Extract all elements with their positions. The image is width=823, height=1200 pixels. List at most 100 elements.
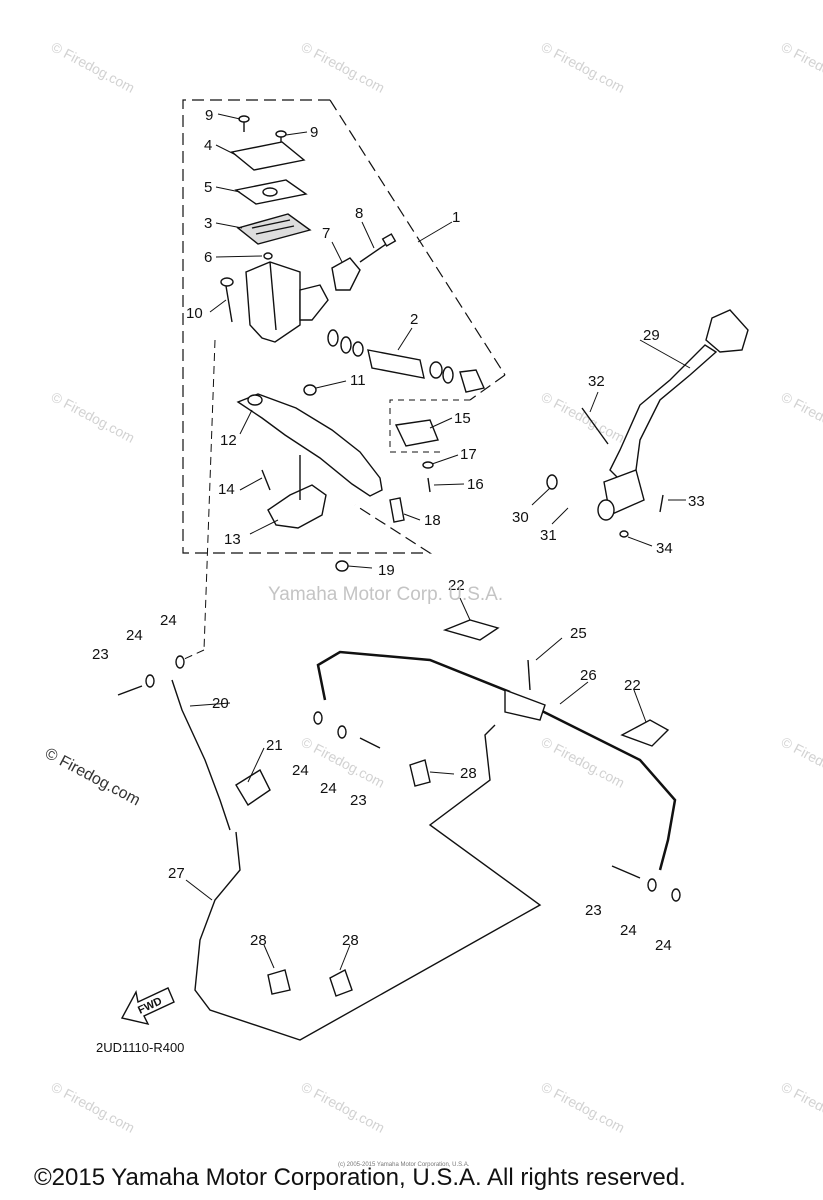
callout-16: 16 <box>467 476 484 493</box>
body-edge <box>269 261 277 331</box>
piston-spring <box>327 329 339 347</box>
piston-cup <box>340 336 352 354</box>
callout-25: 25 <box>570 625 587 642</box>
clip-28a <box>409 759 431 787</box>
bolt-8-head <box>381 233 397 247</box>
callout-6: 6 <box>204 249 212 266</box>
diaphragm <box>236 213 312 245</box>
assembly-outline-edge <box>329 99 506 376</box>
callout-24: 24 <box>126 627 143 644</box>
callout-24: 24 <box>292 762 309 779</box>
float-6 <box>263 252 273 260</box>
washer-24a <box>145 674 155 688</box>
watermark-text: © Firedog.com <box>539 39 628 96</box>
washer-24d <box>337 725 347 739</box>
callout-23: 23 <box>585 902 602 919</box>
callout-7: 7 <box>322 225 330 242</box>
watermark-text: © Firedog.com <box>49 389 138 446</box>
pivot-31 <box>597 499 615 521</box>
watermark-text: © Firedog.com <box>539 734 628 791</box>
callout-9: 9 <box>205 107 213 124</box>
leader-lines <box>185 113 691 971</box>
clip-28c <box>329 968 353 997</box>
diaphragm-rib <box>251 219 291 229</box>
spring-14 <box>261 469 271 491</box>
callout-32: 32 <box>588 373 605 390</box>
washer-17 <box>422 461 434 469</box>
callout-34: 34 <box>656 540 673 557</box>
lever-pivot <box>247 394 263 406</box>
bolt-33 <box>659 494 664 513</box>
diaphragm-rib <box>255 225 295 235</box>
callout-14: 14 <box>218 481 235 498</box>
callout-23: 23 <box>350 792 367 809</box>
callout-29: 29 <box>643 327 660 344</box>
bolt-25 <box>527 659 531 691</box>
bolt-23b <box>359 737 381 749</box>
pedal-pad <box>705 309 749 353</box>
pin-18 <box>389 497 405 523</box>
callout-9: 9 <box>310 124 318 141</box>
brake-lines <box>117 619 681 1041</box>
watermark-text: © Firedog.com <box>779 734 823 791</box>
screw-head <box>275 130 287 138</box>
holder-13 <box>267 484 327 529</box>
clamp-22a <box>442 619 500 641</box>
callout-13: 13 <box>224 531 241 548</box>
callout-24: 24 <box>320 780 337 797</box>
brake-pedal-assembly <box>546 309 749 538</box>
nut-11 <box>303 384 317 396</box>
callout-33: 33 <box>688 493 705 510</box>
brake-pipe-27 <box>194 724 542 1041</box>
callout-22: 22 <box>624 677 641 694</box>
assembly-outline <box>182 99 433 554</box>
hose-guide-line <box>203 339 216 651</box>
callout-11: 11 <box>350 372 366 389</box>
nut-34 <box>619 530 629 538</box>
callout-numbers: 9 9 4 5 3 6 7 8 1 10 2 11 12 15 17 16 14… <box>92 107 705 954</box>
screw-head <box>238 115 250 123</box>
pedal-arm-29 <box>609 344 718 481</box>
watermark-text: © Firedog.com <box>299 39 388 96</box>
callout-5: 5 <box>204 179 212 196</box>
callout-17: 17 <box>460 446 477 463</box>
callout-24: 24 <box>160 612 177 629</box>
switch-outline <box>389 399 470 453</box>
watermark-text: © Firedog.com <box>299 1079 388 1136</box>
washer-30 <box>546 474 558 490</box>
callout-26: 26 <box>580 667 597 684</box>
piston-seal <box>352 341 364 357</box>
brake-switch-15 <box>394 419 439 447</box>
hose-guide-line <box>181 649 205 661</box>
callout-31: 31 <box>540 527 557 544</box>
watermark-text: © Firedog.com <box>299 734 388 791</box>
callout-22: 22 <box>448 577 465 594</box>
clip-28b <box>267 969 291 995</box>
watermark-text: © Firedog.com <box>779 39 823 96</box>
callout-28: 28 <box>342 932 359 949</box>
callout-10: 10 <box>186 305 203 322</box>
watermark-text: © Firedog.com <box>49 39 138 96</box>
callout-4: 4 <box>204 137 212 154</box>
master-cylinder-assembly <box>220 115 485 572</box>
callout-20: 20 <box>212 695 229 712</box>
callout-12: 12 <box>220 432 237 449</box>
bolt-23a <box>117 685 143 696</box>
callout-2: 2 <box>410 311 418 328</box>
tiny-notice: (c) 2005-2015 Yamaha Motor Corporation, … <box>338 1162 470 1168</box>
screw-16 <box>427 477 431 493</box>
callout-18: 18 <box>424 512 441 529</box>
callout-28: 28 <box>250 932 267 949</box>
callout-24: 24 <box>620 922 637 939</box>
washer-24c <box>313 711 323 725</box>
brake-lever-12 <box>236 393 383 497</box>
body-clamp-mount <box>299 284 329 321</box>
callout-21: 21 <box>266 737 283 754</box>
watermark-text: © Firedog.com <box>779 389 823 446</box>
callout-19: 19 <box>378 562 395 579</box>
three-way-joint <box>504 688 546 721</box>
bolt-10-shank <box>224 279 233 323</box>
nut-19 <box>335 560 349 572</box>
